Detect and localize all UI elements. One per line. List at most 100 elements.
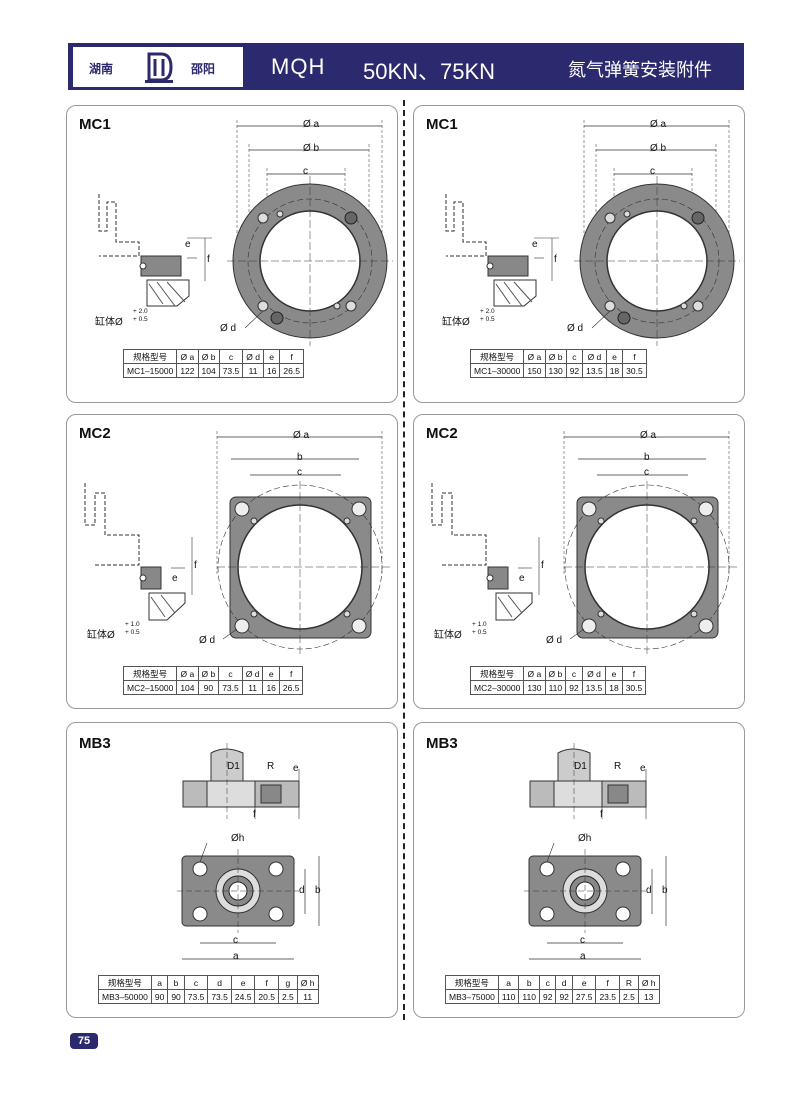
label-cylinder: 缸体Ø bbox=[442, 317, 470, 328]
label-dia-b: Ø b bbox=[303, 143, 320, 154]
col-model: 规格型号 bbox=[469, 349, 525, 364]
panel-title: MC2 bbox=[79, 425, 111, 442]
cell: 92 bbox=[555, 989, 573, 1004]
label-e: e bbox=[185, 239, 191, 250]
col-a: Ø a bbox=[176, 666, 199, 681]
col-b: b bbox=[518, 975, 540, 990]
brand-logo: 湖南 邵阳 bbox=[72, 46, 244, 88]
col-c: c bbox=[565, 666, 583, 681]
cell: 30.5 bbox=[622, 363, 647, 378]
col-a: Ø a bbox=[523, 349, 546, 364]
cell: 11 bbox=[241, 680, 264, 695]
brand-emblem-icon bbox=[145, 52, 173, 83]
cell: 2.5 bbox=[619, 989, 639, 1004]
col-e: e bbox=[262, 666, 280, 681]
label-b: b bbox=[297, 452, 303, 463]
label-cylinder: 缸体Ø bbox=[434, 630, 462, 641]
col-f: f bbox=[621, 666, 647, 681]
label-f: f bbox=[600, 809, 603, 820]
label-dia-d: Ø d bbox=[199, 635, 216, 646]
cell: 26.5 bbox=[279, 363, 304, 378]
panel-mc2-15000: MC2 Ø a b c e f Ø d 缸体Ø + 1.0 + 0.5 bbox=[66, 414, 398, 709]
cell: MB3–50000 bbox=[98, 989, 152, 1004]
panel-mc1-15000: MC1 Ø a Ø b c e f bbox=[66, 105, 398, 403]
label-dia-d: Ø d bbox=[567, 323, 584, 334]
col-h: Ø h bbox=[296, 975, 319, 990]
cell: 11 bbox=[242, 363, 264, 378]
label-e: e bbox=[640, 763, 646, 774]
label-tol-top: + 1.0 bbox=[125, 621, 140, 628]
label-tol-bottom: + 0.5 bbox=[472, 629, 487, 636]
cell: 130 bbox=[523, 680, 546, 695]
cell: 122 bbox=[176, 363, 199, 378]
label-c: c bbox=[233, 935, 238, 946]
cell: 73.5 bbox=[207, 989, 232, 1004]
force-rating: 50KN、75KN bbox=[363, 59, 496, 84]
label-a: a bbox=[580, 951, 586, 962]
label-c: c bbox=[303, 166, 308, 177]
col-d: Ø d bbox=[242, 349, 264, 364]
col-b: Ø b bbox=[197, 349, 220, 364]
label-cylinder: 缸体Ø bbox=[87, 630, 115, 641]
spec-table: 规格型号 a b c d e f g Ø h MB3–50000 90 90 7… bbox=[98, 975, 319, 1004]
col-b: Ø b bbox=[544, 666, 567, 681]
label-dia-d: Ø d bbox=[546, 635, 563, 646]
brand-left-text: 湖南 bbox=[89, 62, 114, 76]
label-dia-b: Ø b bbox=[650, 143, 667, 154]
label-b: b bbox=[644, 452, 650, 463]
col-model: 规格型号 bbox=[98, 975, 152, 990]
panel-mb3-50000: MB3 D1 R e f Øh c a d b 规格型号 a bbox=[66, 722, 398, 1018]
col-model: 规格型号 bbox=[469, 666, 525, 681]
col-model: 规格型号 bbox=[122, 666, 178, 681]
col-a: a bbox=[497, 975, 520, 990]
spec-table: 规格型号 a b c d e f R Ø h MB3–75000 110 110… bbox=[445, 975, 660, 1004]
cell: 26.5 bbox=[278, 680, 304, 695]
page-number: 75 bbox=[70, 1033, 98, 1049]
col-g: g bbox=[277, 975, 298, 990]
cell: 110 bbox=[518, 989, 540, 1004]
cell: MC2–30000 bbox=[469, 680, 525, 695]
panel-mc1-30000: MC1 Ø a Ø b c e f Ø d 缸体Ø + bbox=[413, 105, 745, 403]
label-f: f bbox=[194, 560, 197, 571]
col-e: e bbox=[230, 975, 256, 990]
cell: 73.5 bbox=[218, 363, 244, 378]
brand-right-text: 邵阳 bbox=[191, 62, 216, 76]
label-tol-bottom: + 0.5 bbox=[480, 316, 495, 323]
cell: 104 bbox=[176, 680, 199, 695]
cell: MC2–15000 bbox=[122, 680, 178, 695]
label-dia-d: Ø d bbox=[220, 323, 237, 334]
mb3-drawing bbox=[177, 743, 320, 960]
cell: 30.5 bbox=[621, 680, 647, 695]
label-tol-top: + 2.0 bbox=[133, 308, 148, 315]
col-e: e bbox=[571, 975, 597, 990]
label-tol-bottom: + 0.5 bbox=[133, 316, 148, 323]
col-a: a bbox=[150, 975, 169, 990]
label-R: R bbox=[267, 761, 275, 772]
label-c: c bbox=[297, 467, 302, 478]
col-model: 规格型号 bbox=[122, 349, 178, 364]
label-D1: D1 bbox=[227, 761, 240, 772]
page-title: 氮气弹簧安装附件 bbox=[568, 60, 712, 81]
label-D1: D1 bbox=[574, 761, 587, 772]
cell: 18 bbox=[605, 363, 624, 378]
cell: 90 bbox=[197, 680, 220, 695]
label-dia-a: Ø a bbox=[640, 430, 657, 441]
col-f: f bbox=[279, 349, 304, 364]
label-e: e bbox=[519, 573, 525, 584]
cell: 150 bbox=[523, 363, 546, 378]
col-c: c bbox=[183, 975, 209, 990]
label-d: d bbox=[646, 885, 652, 896]
col-R: R bbox=[619, 975, 639, 990]
cell: 18 bbox=[605, 680, 623, 695]
col-d: d bbox=[555, 975, 573, 990]
col-d: Ø d bbox=[582, 349, 607, 364]
panel-mb3-75000: MB3 D1 R e f Øh c a d b 规格型号 a b c bbox=[413, 722, 745, 1018]
cell: 16 bbox=[262, 363, 281, 378]
mc2-drawing bbox=[431, 431, 740, 655]
label-f: f bbox=[554, 254, 557, 265]
cell: 23.5 bbox=[595, 989, 620, 1004]
label-c: c bbox=[580, 935, 585, 946]
col-c: c bbox=[218, 666, 243, 681]
cell: 92 bbox=[538, 989, 557, 1004]
label-e: e bbox=[172, 573, 178, 584]
